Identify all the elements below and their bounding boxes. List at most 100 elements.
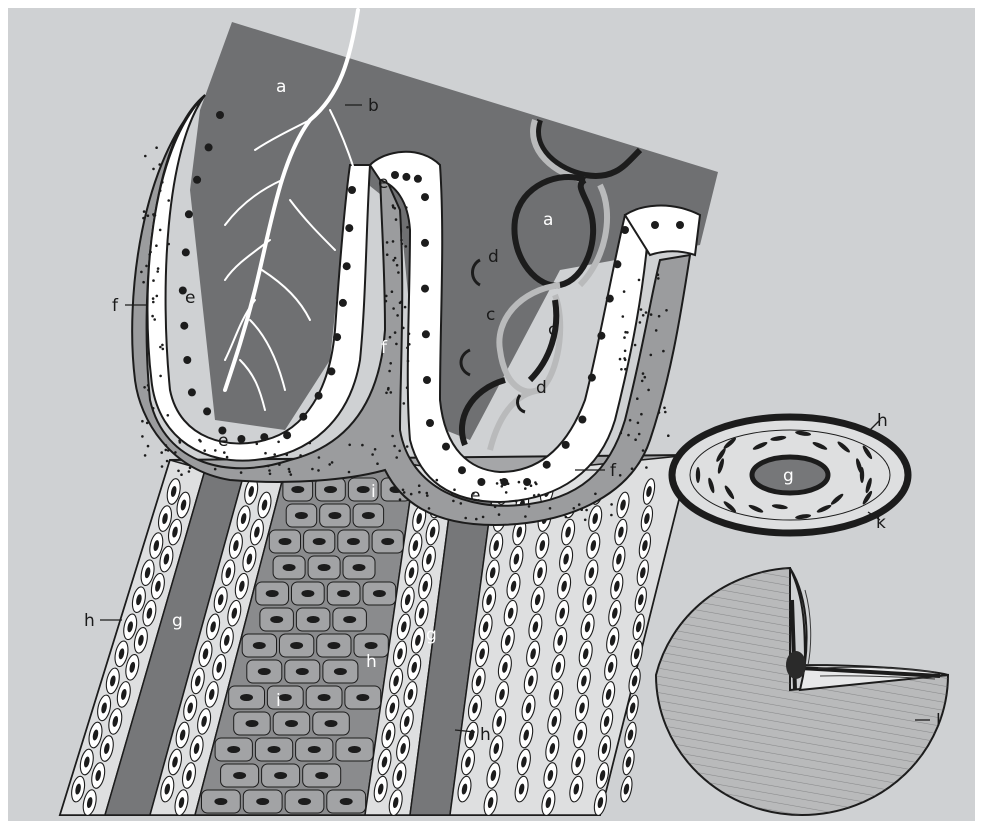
core-cell-nucleus — [292, 487, 304, 493]
label-f-middle: f — [381, 338, 388, 358]
basal-granule — [394, 257, 397, 260]
basal-granule — [328, 463, 331, 466]
basal-granule — [142, 281, 145, 284]
epithelial-nucleus — [423, 376, 431, 384]
basal-granule — [396, 264, 399, 267]
basal-granule — [223, 451, 226, 454]
epithelial-nucleus — [588, 374, 596, 382]
epithelial-nucleus — [327, 367, 335, 375]
core-cell-nucleus — [291, 643, 303, 649]
basal-granule — [161, 344, 164, 347]
basal-granule — [348, 471, 351, 474]
basal-granule — [144, 155, 147, 158]
basal-granule — [640, 413, 643, 416]
core-cell-nucleus — [318, 695, 330, 701]
basal-granule — [565, 516, 568, 519]
epithelial-nucleus — [477, 478, 485, 486]
core-cell-nucleus — [353, 565, 365, 571]
basal-granule — [645, 466, 648, 469]
epithelial-nucleus — [606, 295, 614, 303]
basal-granule — [394, 331, 397, 334]
basal-granule — [428, 507, 431, 510]
basal-granule — [161, 181, 164, 184]
basal-granule — [147, 389, 150, 392]
epithelial-nucleus — [180, 322, 188, 330]
epithelial-nucleus — [348, 186, 356, 194]
basal-granule — [460, 502, 463, 505]
basal-granule — [165, 449, 168, 452]
stalk — [60, 455, 690, 817]
basal-granule — [277, 441, 280, 444]
basal-granule — [406, 386, 409, 389]
basal-granule — [145, 265, 148, 268]
basal-granule — [406, 347, 409, 350]
label-e-bottom-left: e — [218, 431, 228, 451]
basal-granule — [395, 456, 398, 459]
basal-granule — [658, 315, 661, 318]
basal-granule — [642, 372, 645, 375]
label-h-right: h — [480, 725, 491, 745]
basal-granule — [158, 163, 161, 166]
epithelial-nucleus — [442, 443, 450, 451]
label-a-lower: a — [543, 210, 553, 230]
basal-granule — [501, 485, 504, 488]
basal-granule — [288, 470, 291, 473]
basal-granule — [160, 451, 163, 454]
basal-granule — [387, 387, 390, 390]
basal-granule — [594, 493, 597, 496]
epithelial-nucleus — [203, 407, 211, 415]
basal-granule — [585, 509, 588, 512]
basal-granule — [149, 251, 152, 254]
core-cell-nucleus — [373, 591, 385, 597]
basal-granule — [348, 444, 351, 447]
core-cell-nucleus — [357, 695, 369, 701]
basal-granule — [657, 273, 660, 276]
basal-granule — [141, 420, 144, 423]
basal-granule — [406, 445, 409, 448]
epithelial-nucleus — [315, 392, 323, 400]
basal-granule — [386, 241, 389, 244]
basal-granule — [610, 514, 613, 517]
basal-granule — [155, 244, 158, 247]
basal-granule — [143, 386, 146, 389]
epithelial-nucleus — [651, 221, 659, 229]
label-c-right: c — [548, 320, 557, 340]
basal-granule — [665, 309, 668, 312]
basal-granule — [188, 470, 191, 473]
basal-granule — [638, 433, 641, 436]
epithelial-nucleus — [299, 413, 307, 421]
basal-granule — [267, 465, 270, 468]
epithelial-nucleus — [283, 431, 291, 439]
basal-granule — [159, 229, 162, 232]
basal-granule — [623, 290, 626, 293]
core-cell-nucleus — [296, 669, 308, 675]
epithelial-nucleus — [578, 416, 586, 424]
core-cell-nucleus — [228, 747, 240, 753]
basal-granule — [398, 450, 401, 453]
basal-granule — [634, 438, 637, 441]
basal-granule — [153, 318, 156, 321]
basal-granule — [400, 239, 403, 242]
core-cell-nucleus — [283, 565, 295, 571]
basal-granule — [388, 370, 391, 373]
epithelial-nucleus — [216, 111, 224, 119]
core-cell-nucleus — [302, 591, 314, 597]
basal-granule — [622, 315, 625, 318]
basal-granule — [311, 468, 314, 471]
basal-granule — [578, 503, 581, 506]
basal-granule — [619, 358, 622, 361]
basal-granule — [623, 336, 626, 339]
core-cell-nucleus — [266, 591, 278, 597]
label-g-cross-section: g — [783, 466, 794, 486]
basal-granule — [392, 307, 395, 310]
basal-granule — [152, 301, 155, 304]
core-cell-nucleus — [275, 773, 287, 779]
label-i-upper: i — [371, 482, 376, 502]
basal-granule — [426, 494, 429, 497]
basal-granule — [226, 456, 229, 459]
basal-granule — [146, 422, 149, 425]
epithelial-nucleus — [260, 433, 268, 441]
basal-granule — [406, 226, 409, 229]
